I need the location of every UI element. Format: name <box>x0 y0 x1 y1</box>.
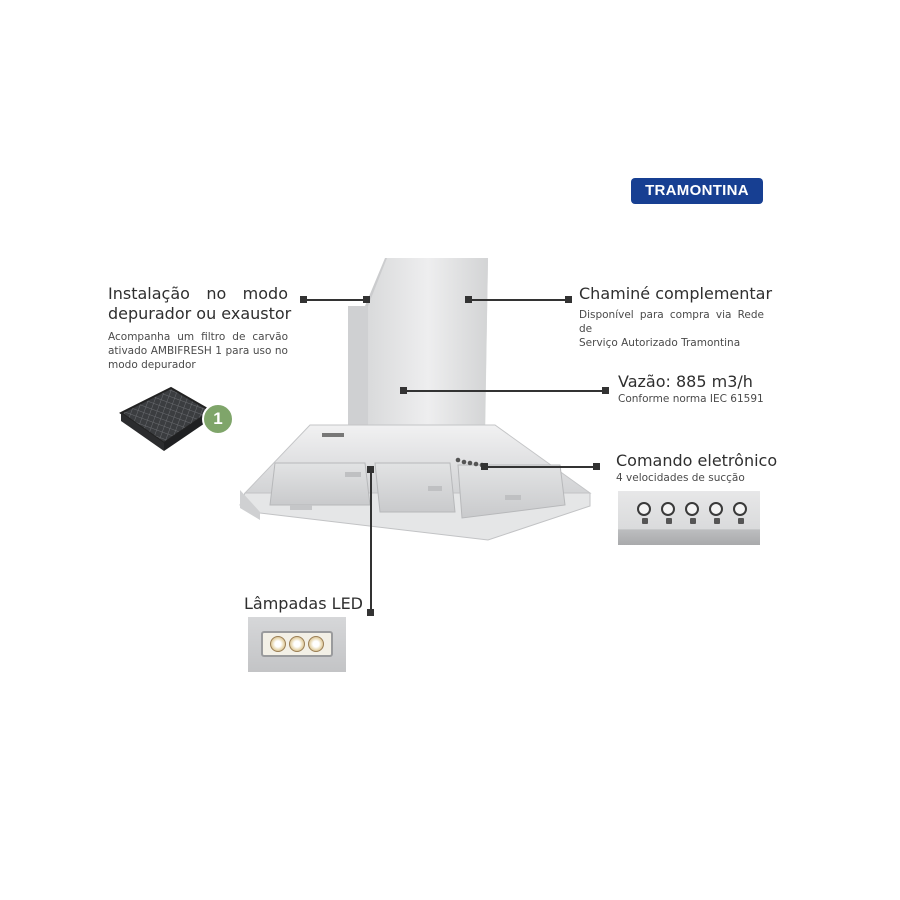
installation-desc-line3: modo depurador <box>108 359 196 371</box>
led-lamp <box>270 636 286 652</box>
speed-3-icon <box>714 518 720 524</box>
connector-led <box>370 469 372 613</box>
connector-dot <box>400 387 407 394</box>
connector-dot <box>565 296 572 303</box>
control-button-speed-2 <box>685 502 699 516</box>
connector-dot <box>593 463 600 470</box>
control-title: Comando eletrônico <box>616 451 778 470</box>
chimney-feature: Chaminé complementar Disponível para com… <box>579 284 773 350</box>
flow-feature: Vazão: 885 m3/h Conforme norma IEC 61591 <box>618 372 778 406</box>
chimney-desc-line1: Disponível para compra via Rede de <box>579 309 764 335</box>
connector-dot <box>481 463 488 470</box>
connector-dot <box>602 387 609 394</box>
led-lamp <box>289 636 305 652</box>
connector-chimney <box>468 299 568 301</box>
installation-title-line2: depurador ou exaustor <box>108 304 292 323</box>
led-lamps-image <box>248 617 346 672</box>
connector-dot <box>363 296 370 303</box>
connector-installation <box>304 299 368 301</box>
installation-title-line1: Instalação no modo <box>108 284 288 303</box>
connector-dot <box>300 296 307 303</box>
control-feature: Comando eletrônico 4 velocidades de sucç… <box>616 451 778 485</box>
power-icon <box>642 518 648 524</box>
speed-1-icon <box>666 518 672 524</box>
light-icon <box>738 518 744 524</box>
flow-desc: Conforme norma IEC 61591 <box>618 393 764 405</box>
connector-dot <box>465 296 472 303</box>
control-button-speed-1 <box>661 502 675 516</box>
chimney-desc-line2: Serviço Autorizado Tramontina <box>579 337 741 349</box>
led-title: Lâmpadas LED <box>244 594 363 613</box>
connector-dot <box>367 609 374 616</box>
connector-dot <box>367 466 374 473</box>
connector-flow <box>404 390 604 392</box>
control-desc: 4 velocidades de sucção <box>616 472 745 484</box>
speed-2-icon <box>690 518 696 524</box>
control-button-speed-3 <box>709 502 723 516</box>
connector-control <box>485 466 595 468</box>
tramontina-logo: TRAMONTINA <box>631 178 763 204</box>
control-button-power <box>637 502 651 516</box>
installation-desc-line2: ativado AMBIFRESH 1 para uso no <box>108 345 288 357</box>
control-panel-image <box>618 491 760 545</box>
filter-count-badge <box>202 403 234 435</box>
chimney-title: Chaminé complementar <box>579 284 773 303</box>
flow-title: Vazão: 885 m3/h <box>618 372 753 391</box>
led-lamp <box>308 636 324 652</box>
installation-feature: Instalação no modo depurador ou exaustor… <box>108 284 292 372</box>
range-hood-image <box>239 258 592 541</box>
installation-desc-line1: Acompanha um filtro de carvão <box>108 331 288 343</box>
carbon-filter-image <box>119 386 213 451</box>
control-button-light <box>733 502 747 516</box>
filter-count-label: 1 <box>213 409 223 428</box>
